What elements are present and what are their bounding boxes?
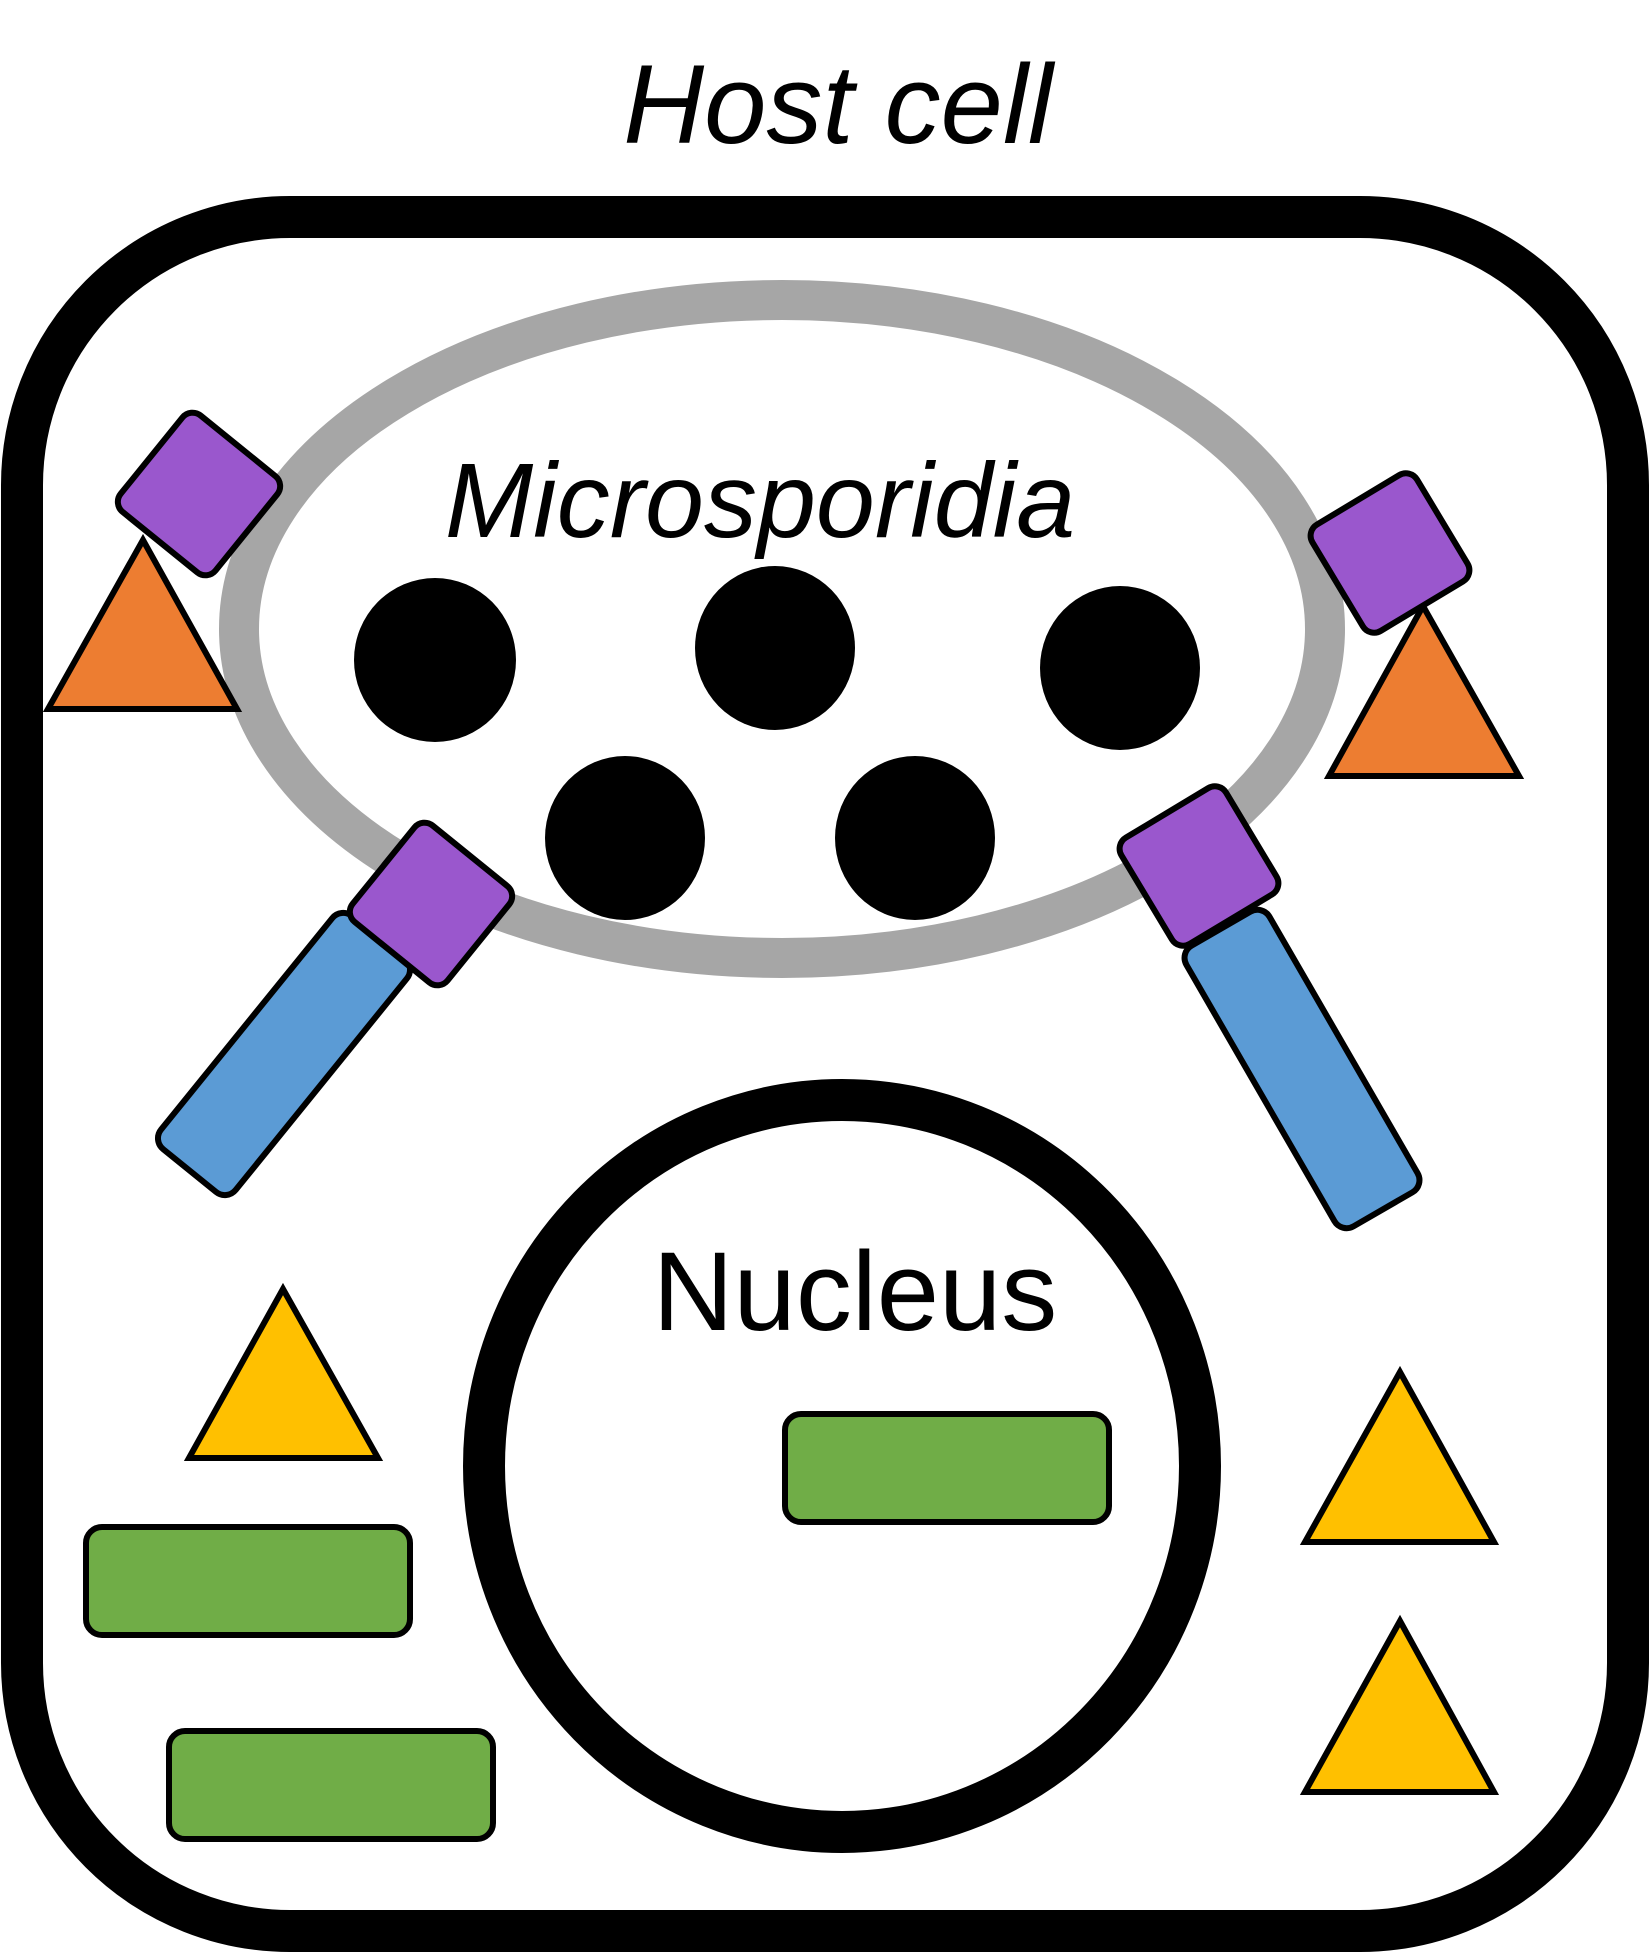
spore [545,756,705,920]
purple-orange-complex-right [1307,470,1525,779]
microsporidia-label: Microsporidia [445,442,1075,560]
purple-square [346,819,516,989]
spore [354,578,516,742]
purple-square [1307,470,1473,636]
yellow-triangle [183,1282,384,1461]
yellow-triangle [1299,1365,1500,1545]
purple-square [1116,783,1282,949]
blue-rod [1181,906,1423,1232]
spore [695,566,855,730]
green-rod [166,1728,496,1842]
purple-blue-complex-left [154,819,516,1199]
spore [835,756,995,920]
spores [354,566,1200,920]
nucleus-label: Nucleus [653,1229,1058,1354]
purple-square [114,409,284,579]
green-rod [83,1524,413,1638]
orange-triangle [42,533,243,712]
host-cell-title: Host cell [623,42,1056,167]
orange-triangle [1323,599,1525,779]
green-rod [782,1411,1112,1525]
purple-blue-complex-right [1116,783,1423,1232]
yellow-triangle [1299,1614,1500,1795]
purple-orange-complex-left [42,409,284,712]
spore [1040,586,1200,750]
